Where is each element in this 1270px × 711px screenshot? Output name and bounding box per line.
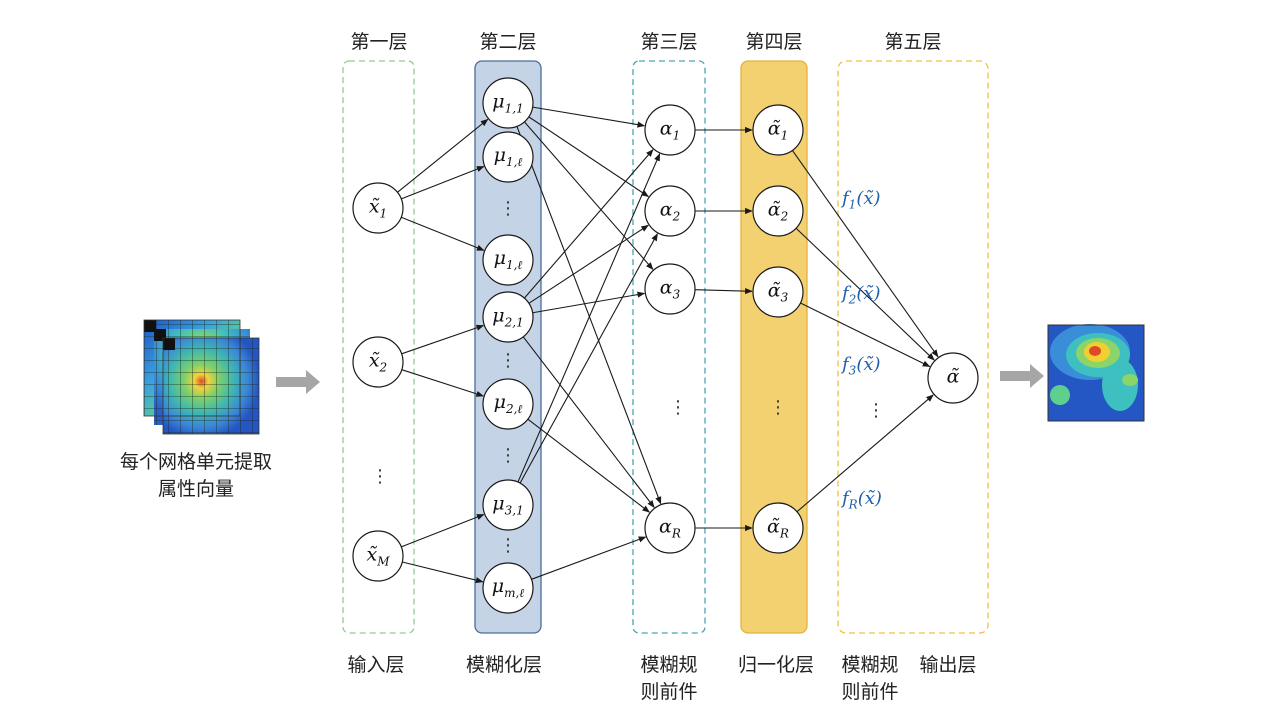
rule-node-3 [644, 502, 696, 554]
consequent-function-2: f2(x̃) [842, 283, 881, 307]
consequent-function-3: f3(x̃) [842, 354, 881, 378]
membership-ellipsis-3: ⋮ [499, 445, 517, 466]
edge-rule-2-to-norm-2 [694, 288, 753, 295]
edge-norm-2-to-output [800, 302, 931, 368]
layer1-box [342, 60, 415, 634]
input-layer-label: 输入层 [347, 654, 405, 676]
rule-antecedent-label-line1: 模糊规 [640, 654, 698, 676]
consequent-function-R: fR(x̃) [842, 488, 882, 512]
norm-ellipsis: ⋮ [769, 397, 787, 418]
edge-input-1-to-membership-4 [401, 369, 484, 397]
rule-node-0 [644, 104, 696, 156]
edge-norm-0-to-output [791, 150, 939, 358]
input-caption-line2: 属性向量 [157, 478, 235, 500]
edge-membership-3-to-rule-0 [523, 149, 654, 299]
rule-node-R-label: αR [659, 515, 681, 541]
fuzzify-layer-label: 模糊化层 [465, 654, 543, 676]
edge-membership-0-to-rule-0 [532, 106, 646, 128]
rule-node-3-label: α3 [659, 276, 681, 302]
nodes [352, 77, 979, 614]
membership-node-2-l-label: μ2,ℓ [493, 391, 523, 416]
output-node [927, 352, 979, 404]
edge-membership-4-to-rule-3 [527, 418, 650, 513]
norm-node-R-label: α̃R [767, 515, 789, 541]
membership-ellipsis-1: ⋮ [499, 198, 517, 219]
input-caption-line1: 每个网格单元提取 [119, 451, 273, 473]
membership-node-0 [482, 77, 534, 129]
membership-ellipsis-2: ⋮ [499, 350, 517, 371]
input-node-1 [352, 336, 404, 388]
membership-node-3-1-label: μ3,1 [492, 492, 524, 518]
norm-node-0 [752, 104, 804, 156]
membership-node-2-1-label: μ2,1 [492, 304, 524, 330]
norm-node-1 [752, 185, 804, 237]
edge-input-1-to-membership-3 [401, 324, 485, 355]
output-arrow [1000, 364, 1044, 388]
rule-consequent-label-line2: 则前件 [841, 681, 899, 703]
rule-antecedent-label-line2: 则前件 [640, 681, 698, 703]
layer3-box [632, 60, 706, 634]
layer3-title: 第三层 [640, 31, 698, 53]
membership-ellipsis-4: ⋮ [499, 535, 517, 556]
layer4-title: 第四层 [745, 31, 803, 53]
layer5-title: 第五层 [884, 31, 942, 53]
edge-input-0-to-membership-0 [397, 118, 489, 193]
input-arrow [276, 370, 320, 394]
membership-node-1 [482, 131, 534, 183]
edge-membership-3-to-rule-3 [522, 336, 655, 508]
edge-membership-6-to-rule-3 [531, 536, 647, 580]
norm-node-2-label: α̃2 [767, 198, 789, 224]
input-node-1-label: x̃1 [368, 195, 388, 221]
output-layer-label: 输出层 [919, 654, 977, 676]
edge-membership-5-to-rule-0 [517, 153, 661, 483]
output-heatmap [1047, 324, 1145, 422]
edge-membership-5-to-rule-1 [519, 233, 658, 484]
edge-membership-3-to-rule-1 [528, 224, 649, 304]
normalize-layer-label: 归一化层 [737, 654, 815, 676]
norm-node-3-label: α̃3 [767, 279, 789, 305]
membership-node-3 [482, 291, 534, 343]
rule-node-1-label: α1 [659, 117, 681, 143]
input-ellipsis: ⋮ [371, 466, 389, 487]
edge-membership-0-to-rule-1 [528, 116, 650, 198]
consequent-function-1: f1(x̃) [842, 188, 881, 212]
edge-input-0-to-membership-1 [401, 165, 485, 200]
input-node-2-label: x̃2 [368, 349, 388, 375]
input-node-2 [352, 530, 404, 582]
rule-node-1 [644, 185, 696, 237]
edge-norm-1-to-output [795, 227, 935, 361]
edge-input-0-to-membership-2 [401, 216, 485, 251]
edge-membership-0-to-rule-3 [516, 126, 662, 505]
rule-consequent-label-line1: 模糊规 [841, 654, 899, 676]
layer2-title: 第二层 [479, 31, 537, 53]
input-node-M-label: x̃M [366, 543, 390, 569]
membership-node-6 [482, 562, 534, 614]
membership-node-m-l-label: μm,ℓ [491, 575, 525, 600]
edge-membership-3-to-rule-2 [532, 291, 646, 314]
norm-node-1-label: α̃1 [767, 117, 789, 143]
edge-norm-3-to-output [796, 394, 934, 513]
layer1-title: 第一层 [350, 31, 408, 53]
input-grid-stack [143, 319, 260, 435]
layer5-box [837, 60, 989, 634]
membership-node-1-1-label: μ1,1 [492, 90, 524, 116]
membership-node-1-l-label: μ1,ℓ [493, 144, 523, 169]
edge-input-2-to-membership-6 [402, 561, 484, 584]
edge-membership-0-to-rule-2 [524, 121, 654, 270]
rule-node-2 [644, 263, 696, 315]
output-node-label: α̃ [946, 365, 960, 388]
membership-node-5 [482, 479, 534, 531]
membership-node-2 [482, 234, 534, 286]
rule-node-2-label: α2 [659, 198, 681, 224]
norm-node-3 [752, 502, 804, 554]
input-node-0 [352, 182, 404, 234]
connections [397, 106, 939, 584]
rule-ellipsis: ⋮ [669, 397, 687, 418]
membership-node-1-l-b-label: μ1,ℓ [493, 247, 523, 272]
membership-node-4 [482, 378, 534, 430]
norm-node-2 [752, 266, 804, 318]
function-ellipsis: ⋮ [867, 400, 885, 421]
edge-input-2-to-membership-5 [401, 513, 485, 548]
